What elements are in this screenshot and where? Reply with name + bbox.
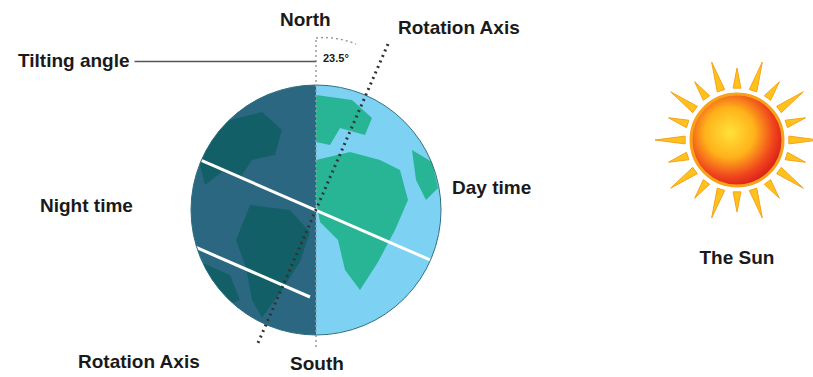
- rotation-axis: [258, 44, 388, 343]
- vertical-line: [315, 40, 317, 348]
- sun-ray: [733, 192, 741, 212]
- sun-ray: [669, 152, 689, 162]
- pole-label: North: [280, 10, 331, 31]
- side-label: Night time: [40, 196, 133, 217]
- sun-ray: [785, 118, 805, 128]
- sun-ray: [733, 68, 741, 88]
- sun-ray: [764, 180, 779, 199]
- sun-ray: [764, 82, 779, 101]
- sun-ray: [749, 188, 762, 218]
- axis-label: Rotation Axis: [398, 18, 520, 39]
- sun-ray: [671, 92, 698, 113]
- angle-label: Tilting angle: [18, 51, 130, 72]
- pole-label: South: [290, 354, 344, 375]
- sun-ray: [712, 62, 725, 92]
- sun-ray: [785, 152, 805, 162]
- sun-icon: [655, 62, 813, 218]
- sun-ray: [749, 62, 762, 92]
- sun-ray: [671, 167, 698, 188]
- angle-arc: [316, 38, 356, 44]
- side-label: Day time: [452, 178, 531, 199]
- sun-ray: [777, 92, 804, 113]
- sun-ray: [777, 167, 804, 188]
- sun-ray: [669, 118, 689, 128]
- axis-label: Rotation Axis: [78, 352, 200, 373]
- sun-ray: [695, 82, 710, 101]
- leader-line: [135, 61, 316, 63]
- sun-ray: [712, 188, 725, 218]
- sun-ray: [789, 136, 813, 144]
- sun-ray: [655, 136, 685, 144]
- sun-label: The Sun: [700, 248, 775, 269]
- angle-value: 23.5°: [323, 52, 349, 64]
- sun-ray: [695, 180, 710, 199]
